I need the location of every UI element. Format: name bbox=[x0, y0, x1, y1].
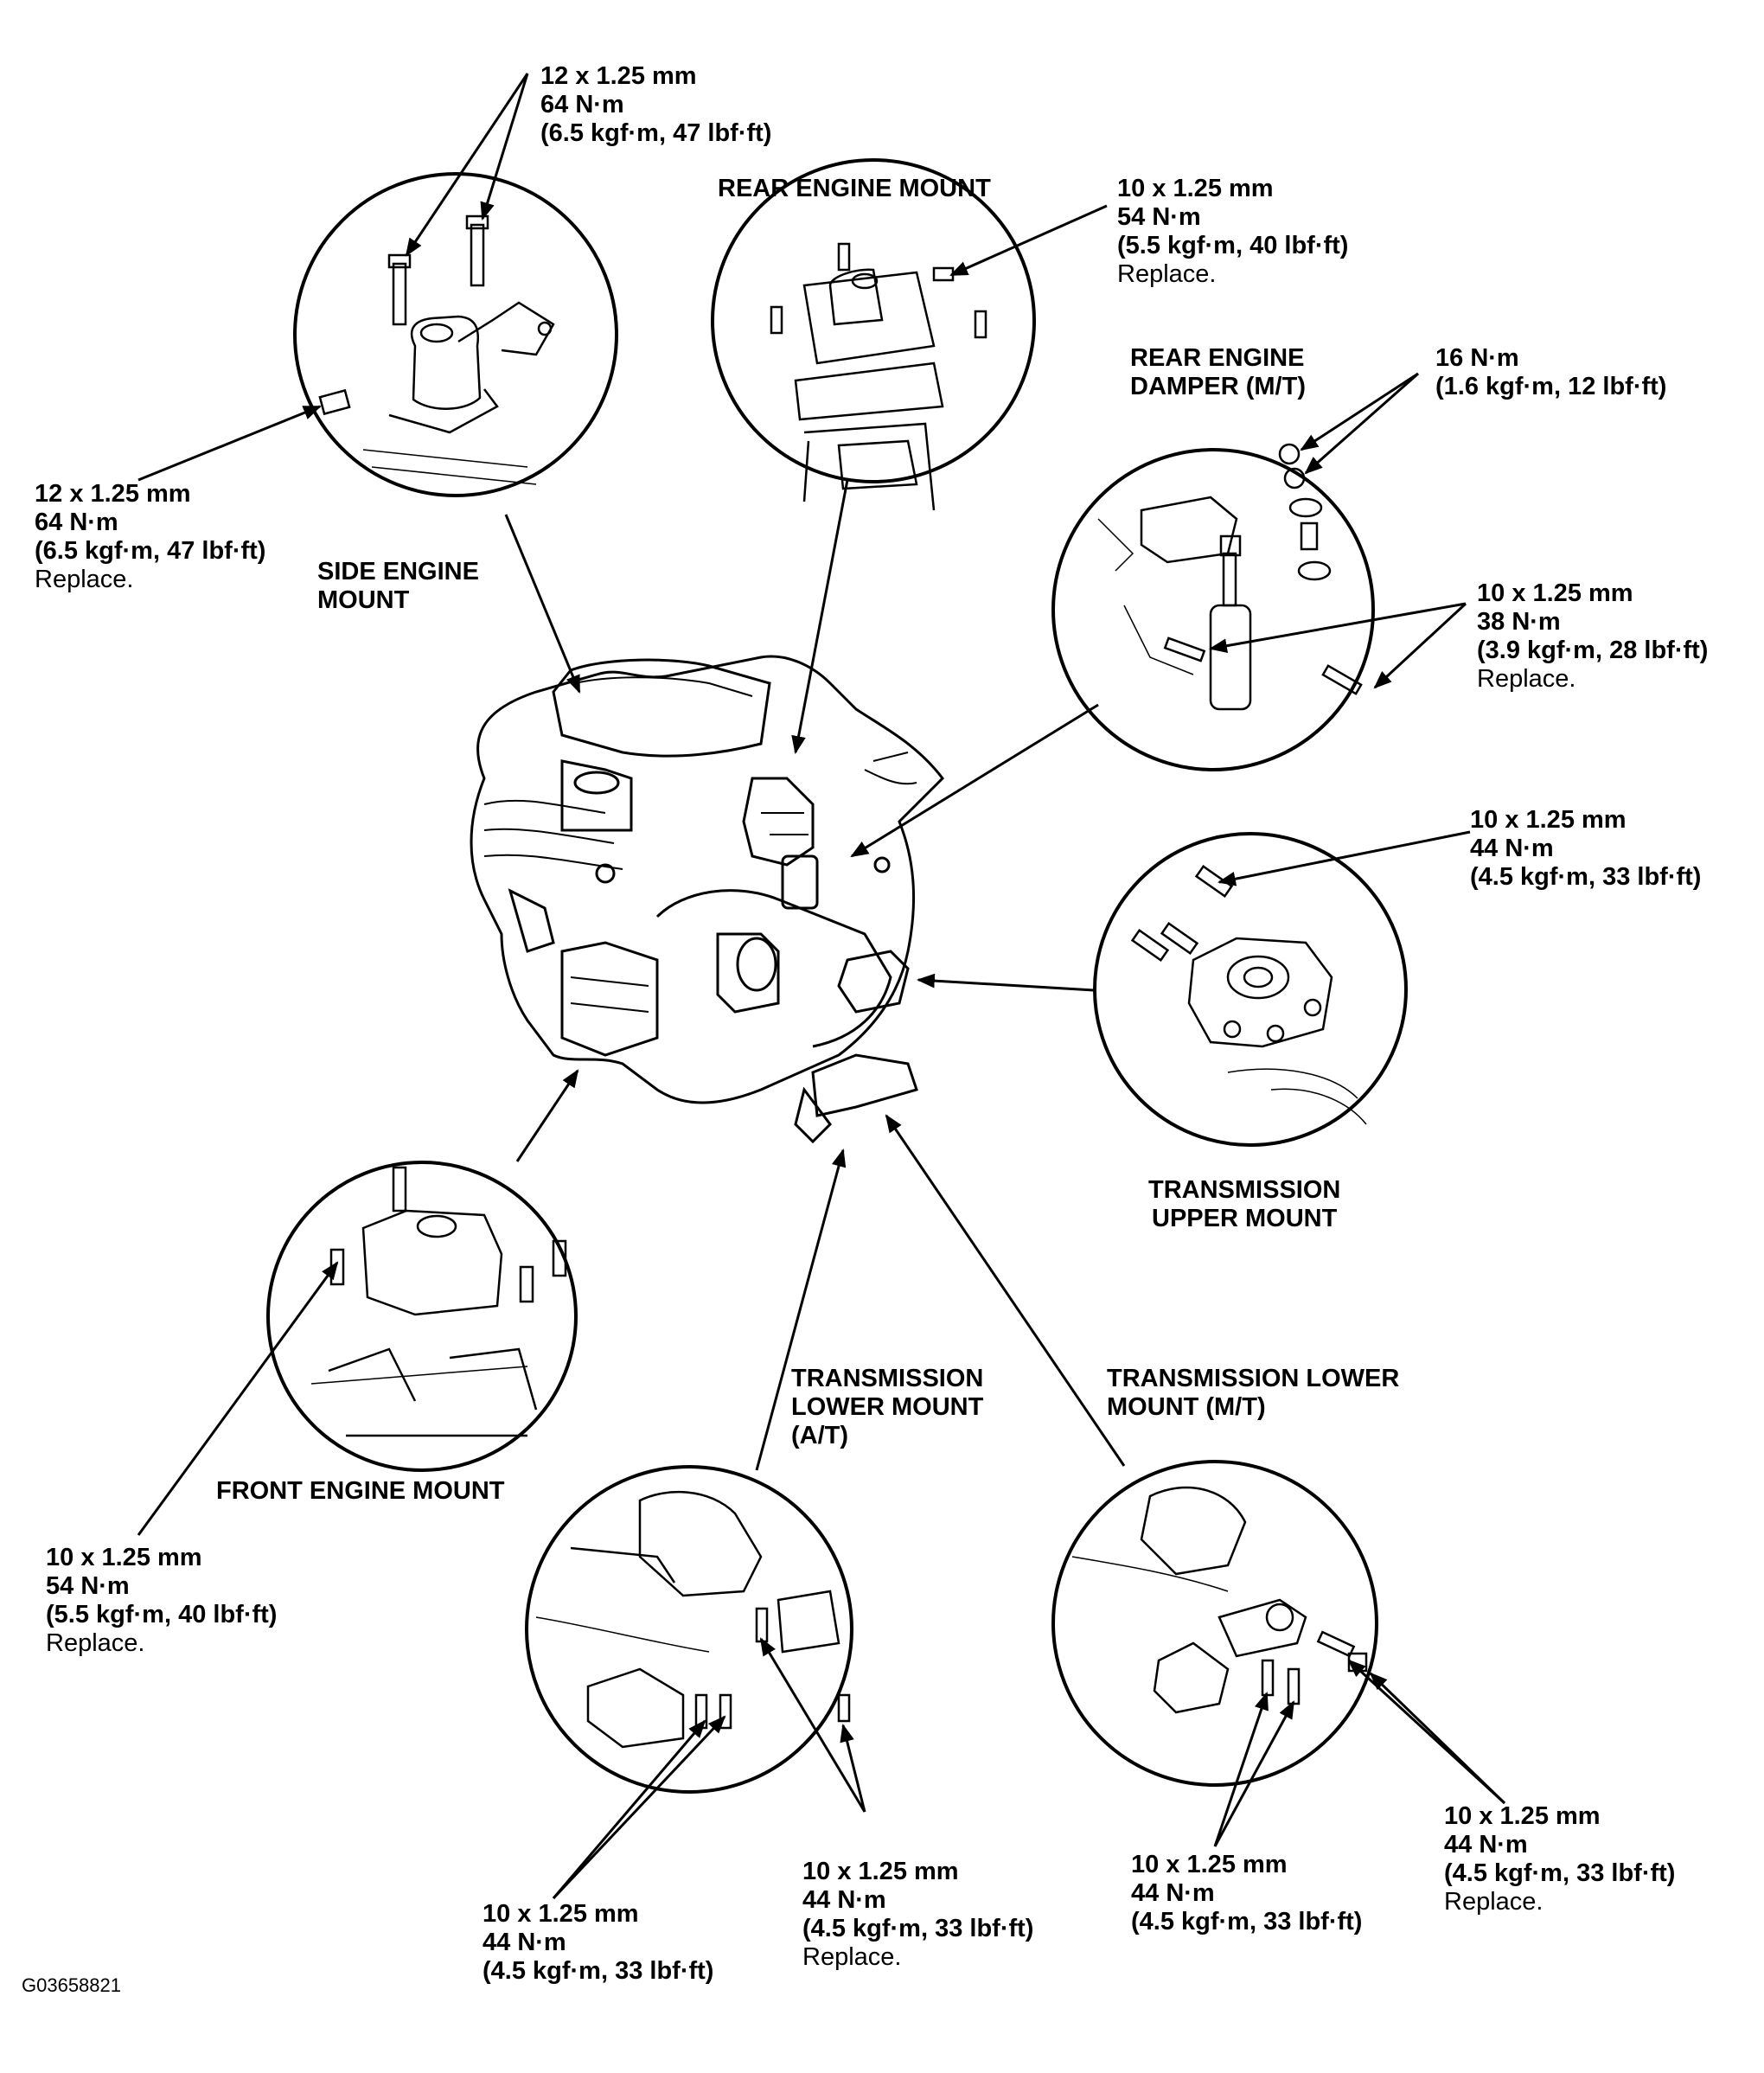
mt-left-spec: 10 x 1.25 mm 44 N·m (4.5 kgf·m, 33 lbf·f… bbox=[1131, 1851, 1362, 1936]
side-engine-mount-title: SIDE ENGINE MOUNT bbox=[317, 558, 479, 615]
spec-torque-alt: (4.5 kgf·m, 33 lbf·ft) bbox=[1131, 1908, 1363, 1935]
spec-size: 10 x 1.25 mm bbox=[802, 1858, 959, 1885]
rear-engine-damper-title: REAR ENGINE DAMPER (M/T) bbox=[1130, 344, 1306, 401]
spec-size: 10 x 1.25 mm bbox=[1444, 1802, 1601, 1830]
spec-torque: 54 N·m bbox=[46, 1572, 130, 1600]
spec-torque-alt: (3.9 kgf·m, 28 lbf·ft) bbox=[1477, 637, 1709, 664]
side-engine-mount-view bbox=[293, 172, 618, 497]
title-line: TRANSMISSION bbox=[1148, 1176, 1341, 1204]
spec-size: 10 x 1.25 mm bbox=[1117, 175, 1274, 202]
spec-size: 10 x 1.25 mm bbox=[1477, 579, 1633, 607]
rear-engine-damper-view bbox=[1051, 448, 1375, 771]
front-engine-mount-title: FRONT ENGINE MOUNT bbox=[216, 1477, 505, 1506]
mt-mount-part bbox=[1071, 1486, 1368, 1714]
spec-size: 12 x 1.25 mm bbox=[35, 480, 191, 508]
spec-torque: 64 N·m bbox=[35, 509, 118, 536]
side-mount-top-spec: 12 x 1.25 mm 64 N·m (6.5 kgf·m, 47 lbf·f… bbox=[540, 62, 771, 148]
spec-torque-alt: (5.5 kgf·m, 40 lbf·ft) bbox=[46, 1601, 278, 1628]
trans-lower-mt-title: TRANSMISSION LOWER MOUNT (M/T) bbox=[1107, 1365, 1399, 1422]
upper-mount-part bbox=[1130, 865, 1367, 1125]
front-mount-spec: 10 x 1.25 mm 54 N·m (5.5 kgf·m, 40 lbf·f… bbox=[46, 1544, 277, 1658]
spec-size: 10 x 1.25 mm bbox=[1131, 1851, 1288, 1878]
title-line: UPPER MOUNT bbox=[1152, 1205, 1338, 1232]
spec-torque: 44 N·m bbox=[483, 1929, 566, 1956]
damper-part bbox=[1097, 443, 1363, 711]
spec-torque-alt: (4.5 kgf·m, 33 lbf·ft) bbox=[1444, 1859, 1676, 1887]
mt-right-spec: 10 x 1.25 mm 44 N·m (4.5 kgf·m, 33 lbf·f… bbox=[1444, 1802, 1675, 1916]
title-line: DAMPER (M/T) bbox=[1130, 373, 1306, 400]
spec-torque: 64 N·m bbox=[540, 91, 624, 118]
trans-lower-at-title: TRANSMISSION LOWER MOUNT (A/T) bbox=[791, 1365, 983, 1450]
title-line: LOWER MOUNT bbox=[791, 1393, 984, 1421]
spec-note: Replace. bbox=[35, 566, 134, 593]
at-right-spec: 10 x 1.25 mm 44 N·m (4.5 kgf·m, 33 lbf·f… bbox=[802, 1858, 1033, 1972]
trans-upper-spec: 10 x 1.25 mm 44 N·m (4.5 kgf·m, 33 lbf·f… bbox=[1470, 806, 1701, 892]
title-line: REAR ENGINE bbox=[1130, 344, 1305, 372]
spec-torque-alt: (4.5 kgf·m, 33 lbf·ft) bbox=[802, 1915, 1034, 1942]
front-engine-mount-view bbox=[266, 1161, 578, 1472]
figure-code: G03658821 bbox=[22, 1974, 121, 1996]
title-line: REAR ENGINE MOUNT bbox=[718, 175, 991, 202]
spec-size: 10 x 1.25 mm bbox=[483, 1900, 639, 1928]
spec-torque-alt: (6.5 kgf·m, 47 lbf·ft) bbox=[540, 119, 772, 147]
spec-torque-alt: (1.6 kgf·m, 12 lbf·ft) bbox=[1435, 373, 1667, 400]
leader-arrows bbox=[137, 73, 1506, 1900]
spec-torque: 44 N·m bbox=[1131, 1879, 1215, 1907]
transmission-upper-mount-title: TRANSMISSION UPPER MOUNT bbox=[1148, 1176, 1340, 1233]
title-line: TRANSMISSION LOWER bbox=[1107, 1365, 1400, 1392]
spec-torque-alt: (6.5 kgf·m, 47 lbf·ft) bbox=[35, 537, 266, 565]
title-line: SIDE ENGINE bbox=[317, 558, 479, 585]
rear-engine-mount-view bbox=[711, 158, 1036, 483]
title-line: FRONT ENGINE MOUNT bbox=[216, 1477, 505, 1505]
transmission-lower-mount-mt-view bbox=[1051, 1460, 1378, 1787]
title-line: MOUNT bbox=[317, 586, 410, 614]
rear-mount-part bbox=[770, 242, 987, 511]
title-line: MOUNT (M/T) bbox=[1107, 1393, 1266, 1421]
spec-torque-alt: (5.5 kgf·m, 40 lbf·ft) bbox=[1117, 232, 1349, 259]
transmission-lower-mount-at-view bbox=[525, 1465, 853, 1794]
spec-note: Replace. bbox=[1477, 665, 1576, 693]
damper-nut-spec: 16 N·m (1.6 kgf·m, 12 lbf·ft) bbox=[1435, 344, 1666, 401]
spec-torque: 44 N·m bbox=[1444, 1831, 1528, 1859]
spec-torque-alt: (4.5 kgf·m, 33 lbf·ft) bbox=[483, 1957, 714, 1985]
at-left-spec: 10 x 1.25 mm 44 N·m (4.5 kgf·m, 33 lbf·f… bbox=[483, 1900, 713, 1986]
spec-note: Replace. bbox=[802, 1943, 902, 1971]
transmission-upper-mount-view bbox=[1093, 832, 1408, 1147]
side-mount-left-spec: 12 x 1.25 mm 64 N·m (6.5 kgf·m, 47 lbf·f… bbox=[35, 480, 265, 594]
spec-size: 10 x 1.25 mm bbox=[1470, 806, 1627, 834]
spec-torque: 44 N·m bbox=[802, 1886, 886, 1914]
title-line: TRANSMISSION bbox=[791, 1365, 984, 1392]
spec-note: Replace. bbox=[1117, 260, 1217, 288]
at-mount-part bbox=[535, 1490, 851, 1749]
title-line: (A/T) bbox=[791, 1422, 849, 1449]
spec-torque-alt: (4.5 kgf·m, 33 lbf·ft) bbox=[1470, 863, 1702, 891]
engine-transmission-assembly bbox=[470, 655, 944, 1144]
spec-note: Replace. bbox=[46, 1629, 145, 1657]
spec-size: 10 x 1.25 mm bbox=[46, 1544, 202, 1571]
rear-engine-mount-title: REAR ENGINE MOUNT bbox=[718, 175, 991, 203]
side-mount-part bbox=[318, 214, 555, 485]
front-mount-part bbox=[310, 1166, 567, 1437]
spec-size: 12 x 1.25 mm bbox=[540, 62, 697, 90]
spec-torque: 54 N·m bbox=[1117, 203, 1201, 231]
rear-mount-spec: 10 x 1.25 mm 54 N·m (5.5 kgf·m, 40 lbf·f… bbox=[1117, 175, 1348, 289]
spec-torque: 38 N·m bbox=[1477, 608, 1561, 636]
damper-bolt-spec: 10 x 1.25 mm 38 N·m (3.9 kgf·m, 28 lbf·f… bbox=[1477, 579, 1708, 694]
spec-torque: 44 N·m bbox=[1470, 835, 1554, 862]
spec-note: Replace. bbox=[1444, 1888, 1544, 1916]
spec-torque: 16 N·m bbox=[1435, 344, 1519, 372]
